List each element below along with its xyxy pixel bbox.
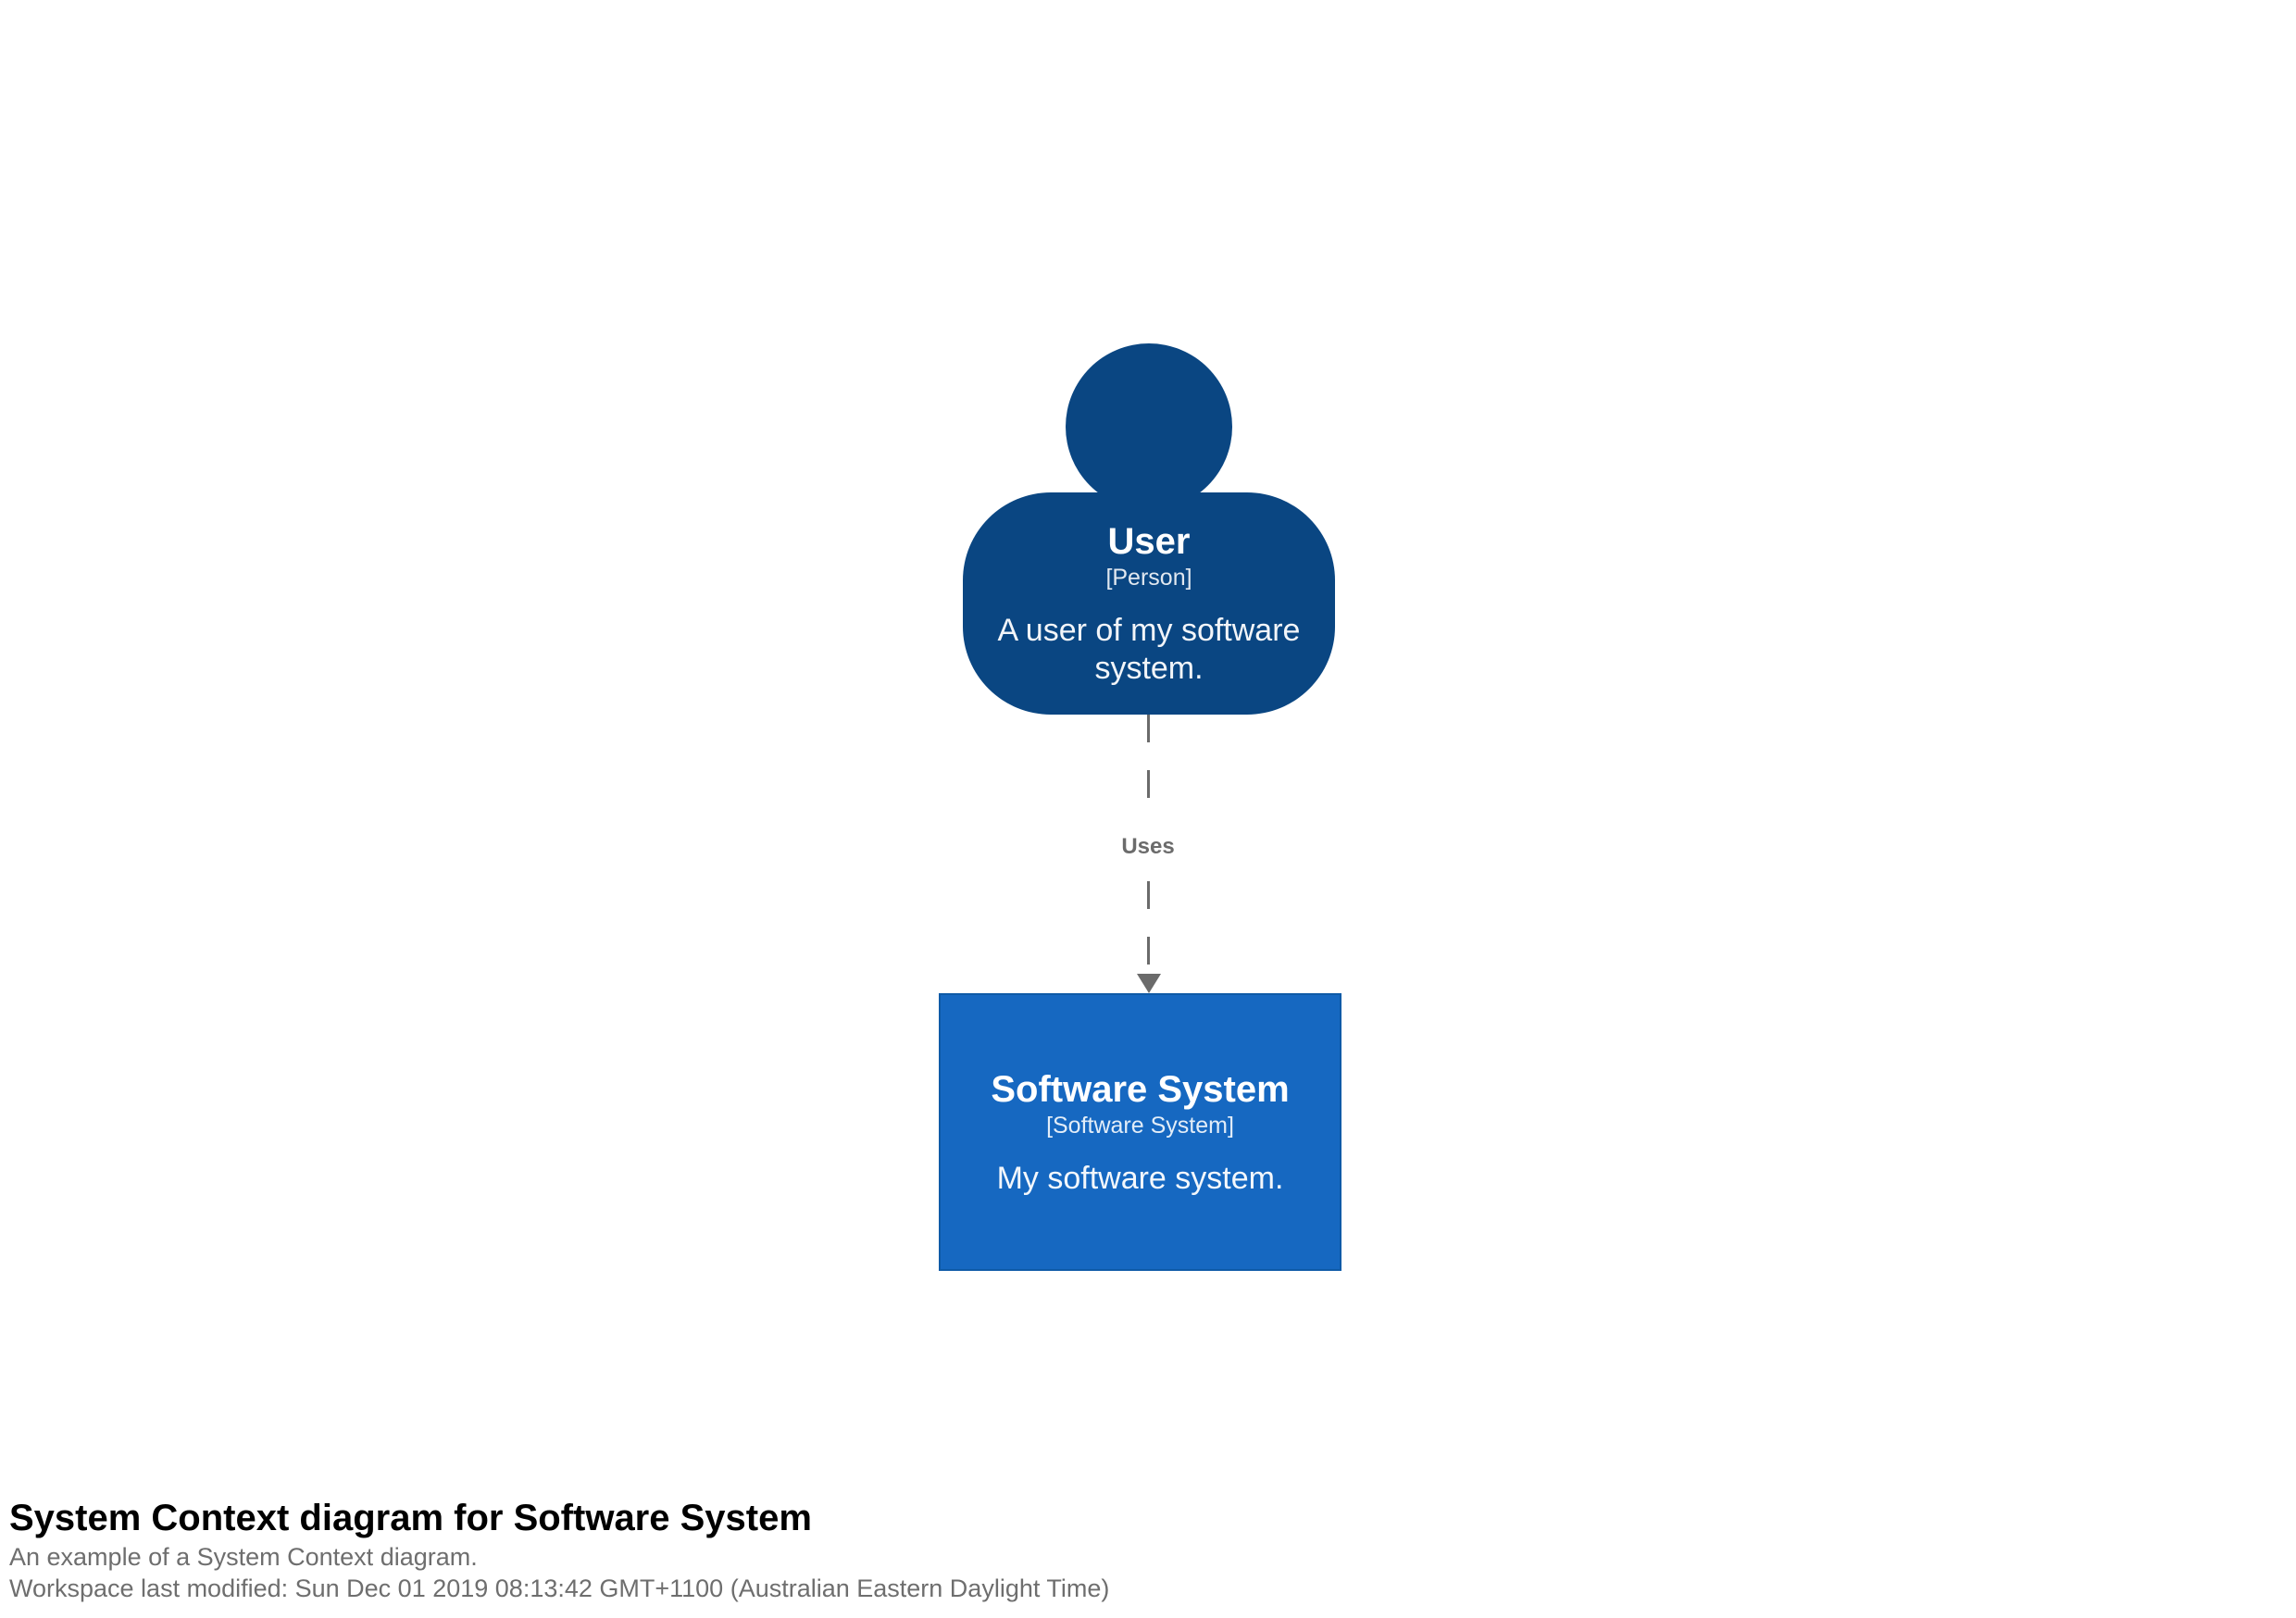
diagram-title-block: System Context diagram for Software Syst… — [9, 1497, 1109, 1602]
relationship-arrowhead-icon — [1137, 974, 1161, 993]
software-system-element[interactable]: Software System [Software System] My sof… — [939, 993, 1341, 1271]
person-element-user[interactable]: User [Person] A user of my software syst… — [963, 343, 1335, 715]
diagram-subtitle: An example of a System Context diagram. — [9, 1543, 478, 1571]
workspace-last-modified: Workspace last modified: Sun Dec 01 2019… — [9, 1574, 1110, 1602]
software-system-name: Software System — [991, 1068, 1290, 1110]
software-system-description: My software system. — [996, 1160, 1284, 1196]
person-body: User [Person] A user of my software syst… — [963, 492, 1335, 715]
diagram-title: System Context diagram for Software Syst… — [9, 1498, 812, 1538]
person-description: A user of my software system. — [997, 613, 1301, 686]
person-name: User — [1107, 521, 1191, 562]
software-system-metadata: [Software System] — [1046, 1112, 1234, 1139]
person-head-icon — [1066, 343, 1232, 510]
relationship-label: Uses — [1108, 819, 1188, 875]
person-metadata: [Person] — [1105, 565, 1192, 591]
